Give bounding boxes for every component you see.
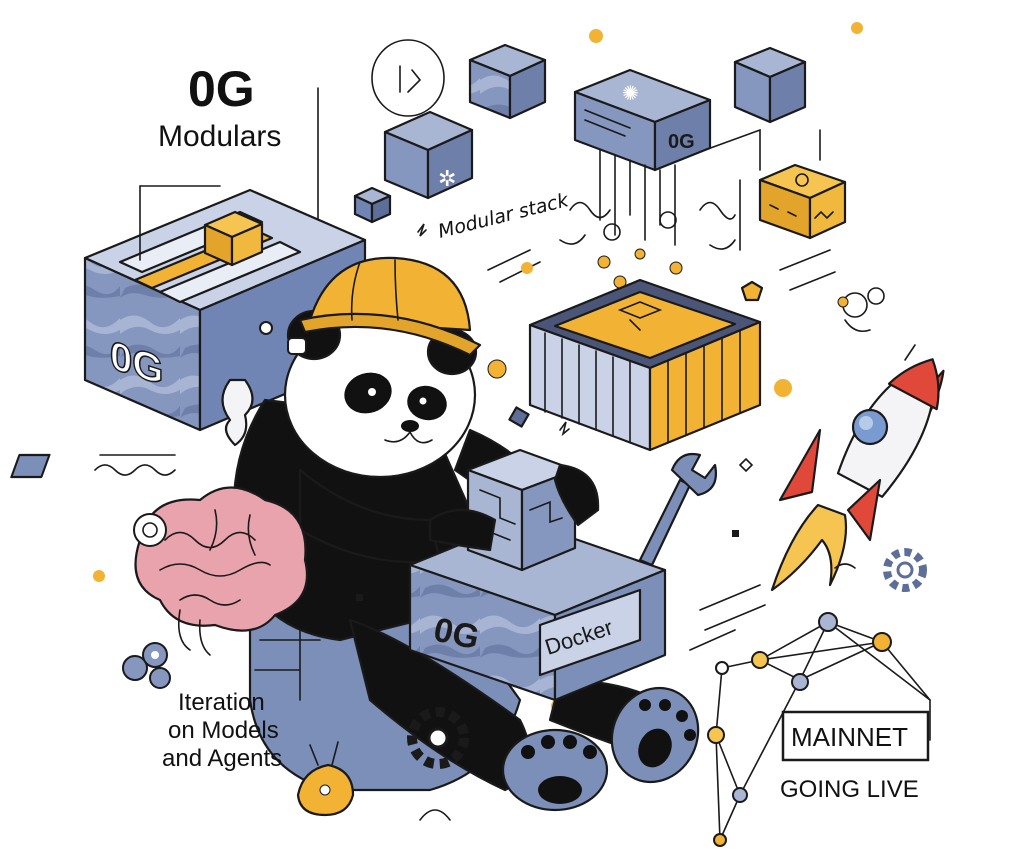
title-sub: Modulars (158, 120, 281, 153)
top-cube-2: ✲ (383, 110, 474, 200)
rocket-icon (770, 358, 945, 592)
gear-icon (883, 548, 927, 592)
top-cube-3 (733, 46, 807, 124)
mainnet-label: MAINNET (791, 722, 908, 752)
cloud-cluster-icon (122, 642, 171, 689)
gear-icon: ✲ (438, 166, 456, 191)
left-modular-block: 0G (83, 188, 367, 432)
going-live-label: GOING LIVE (780, 776, 919, 803)
title-main: 0G (188, 61, 255, 117)
top-block-label: 0G (668, 131, 695, 153)
flame-bot-icon (296, 741, 355, 817)
small-cube-a (353, 186, 392, 224)
top-cube-1 (468, 43, 547, 120)
hard-hat-icon (298, 256, 482, 357)
brain-icon (133, 486, 309, 656)
center-block-label: 0G (430, 611, 482, 658)
iteration-line-2: on Models (168, 717, 279, 744)
center-top-0g-block: 0G ✺ (573, 68, 712, 172)
iteration-line-1: Iteration (178, 689, 265, 716)
gear-icon (407, 707, 469, 769)
iteration-line-3: and Agents (162, 745, 282, 772)
gear-icon: ✺ (622, 83, 639, 105)
modular-stack-label: Modular stack (436, 189, 572, 243)
wrench-icon (638, 452, 717, 567)
orange-box (758, 163, 847, 240)
mainnet-box (781, 710, 930, 762)
shipping-container-icon (528, 278, 762, 452)
panda-character (232, 256, 700, 812)
